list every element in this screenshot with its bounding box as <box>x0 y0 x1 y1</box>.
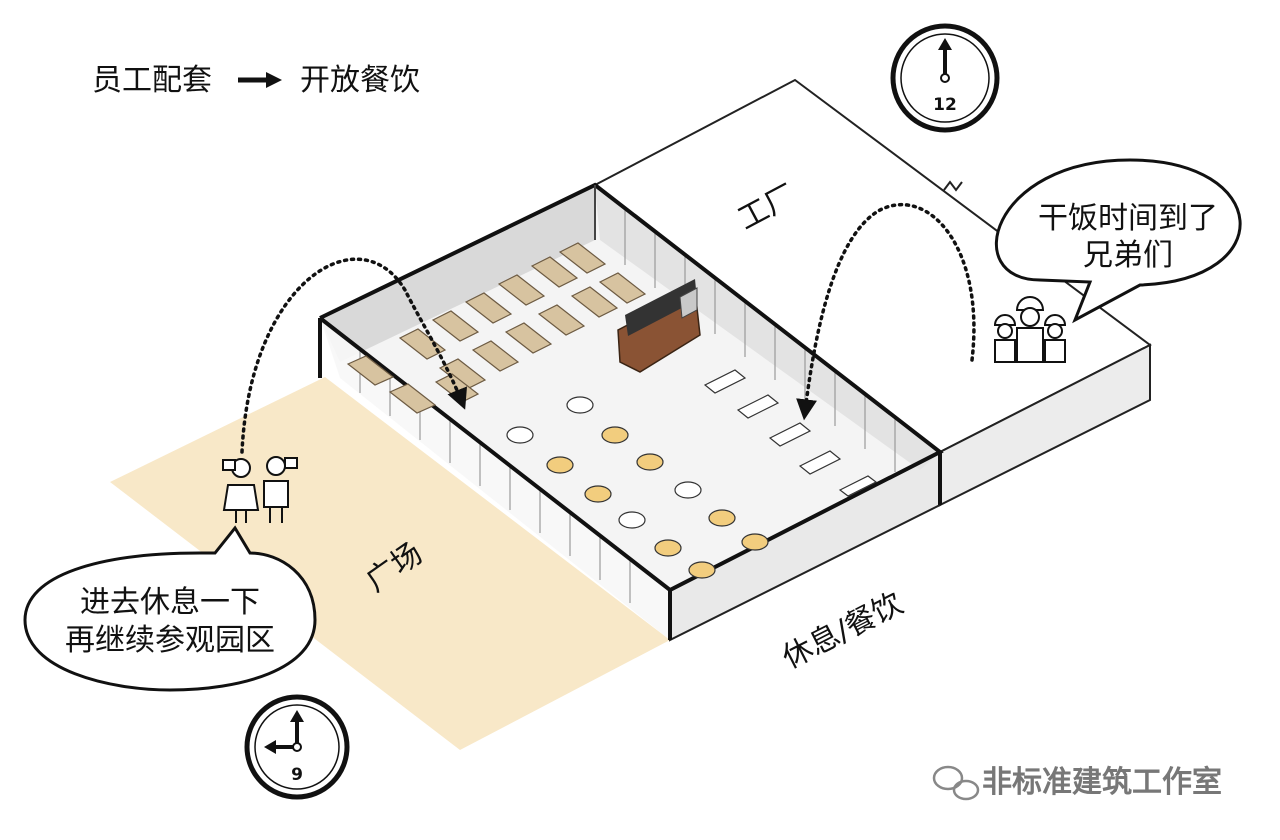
visitors-icon <box>222 456 298 523</box>
round-tables <box>506 396 769 579</box>
worker-bubble-line1: 干饭时间到了 <box>1038 201 1218 236</box>
back-wall-left <box>320 185 595 362</box>
clock-morning-icon: 9 <box>244 694 350 800</box>
header: 员工配套 开放餐饮 <box>92 63 420 98</box>
watermark: 非标准建筑工作室 <box>932 765 1222 801</box>
header-from: 员工配套 <box>92 63 212 98</box>
glazing-right <box>624 208 896 472</box>
header-to: 开放餐饮 <box>300 63 420 98</box>
worker-path-arrow <box>796 203 976 421</box>
dining-hall <box>318 182 944 642</box>
clock-morning-number: 9 <box>291 765 303 785</box>
bench-seating <box>346 242 647 414</box>
clock-noon-icon: 12 <box>890 23 1000 133</box>
back-wall-right <box>595 185 940 470</box>
visitor-path-arrow <box>240 257 468 454</box>
visitor-bubble-line2: 再继续参观园区 <box>65 623 275 658</box>
watermark-text: 非标准建筑工作室 <box>982 765 1222 800</box>
break-line <box>943 180 963 192</box>
worker-speech-bubble: 干饭时间到了 兄弟们 <box>994 158 1242 324</box>
worker-bubble-line2: 兄弟们 <box>1083 238 1173 273</box>
wechat-icon <box>932 765 980 801</box>
workers-icon <box>993 296 1067 363</box>
right-arrow-icon <box>238 72 282 88</box>
clock-noon-number: 12 <box>933 95 957 115</box>
long-tables <box>703 369 878 497</box>
visitor-speech-bubble: 进去休息一下 再继续参观园区 <box>23 525 317 692</box>
serving-counter <box>617 279 701 373</box>
dining-label: 休息/餐饮 <box>777 586 909 676</box>
visitor-bubble-line1: 进去休息一下 <box>80 585 260 620</box>
